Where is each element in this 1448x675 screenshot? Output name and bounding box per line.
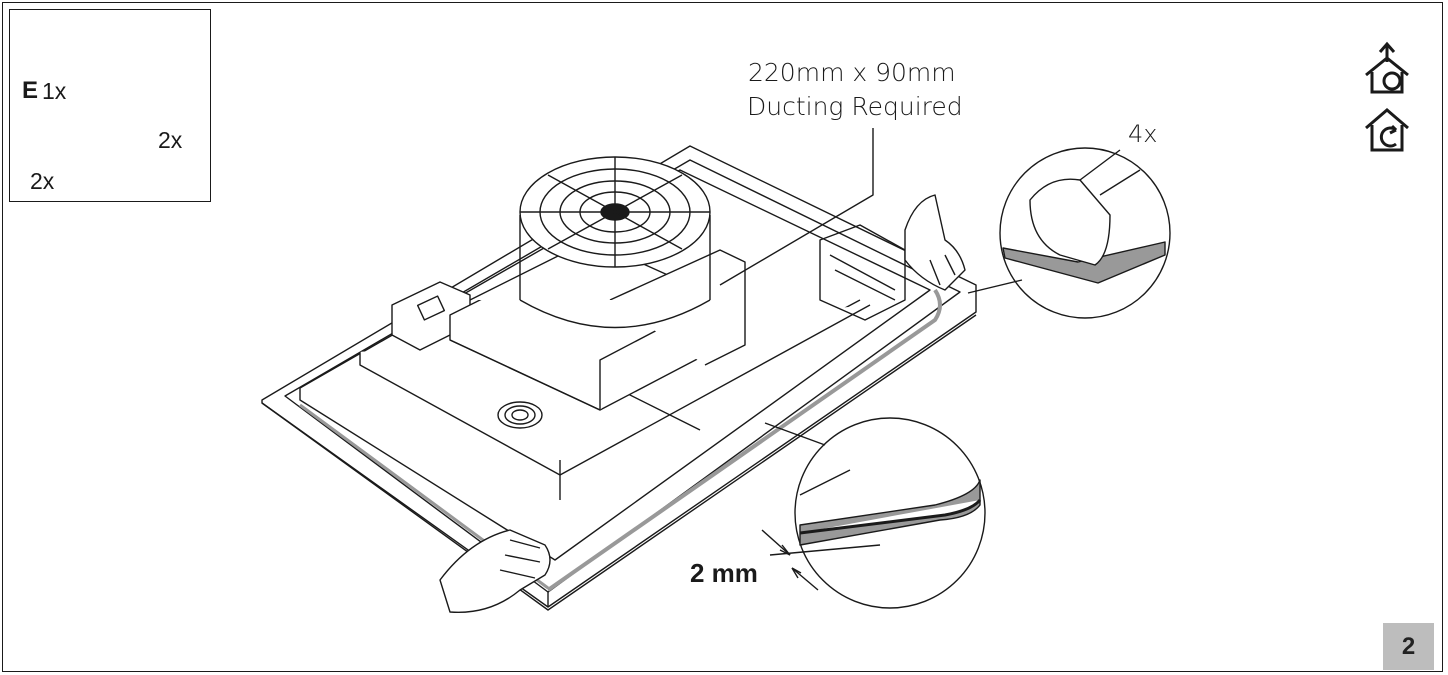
- step-number-badge: 2: [1383, 623, 1434, 670]
- small-vent-grille: [497, 401, 543, 429]
- seal-tape-quantity: 1x: [42, 78, 67, 104]
- seal-detail-bottom-callout: [764, 417, 986, 609]
- gap-dimension-label: 2 mm: [690, 558, 758, 588]
- ducting-required-label: Ducting Required: [747, 92, 963, 121]
- accessories-parts-box: [9, 9, 211, 202]
- ducting-leader-line: [719, 128, 874, 286]
- hand-applying-seal-top: [904, 194, 966, 291]
- short-strip-quantity: 2x: [30, 168, 55, 194]
- seal-tape-letter: E: [22, 77, 39, 104]
- long-strip-quantity: 2x: [158, 127, 183, 153]
- seal-detail-top-callout: [967, 147, 1171, 319]
- ducted-extraction-icon: [1365, 41, 1409, 94]
- ducting-size-label: 220mm x 90mm: [748, 58, 956, 87]
- gap-dimension-arrows: [761, 529, 881, 591]
- control-board: [819, 224, 906, 321]
- recirculation-icon: [1365, 108, 1409, 152]
- hand-pressing-seal-bottom: [439, 529, 551, 614]
- fan-grille: [519, 156, 711, 329]
- corner-count-label: 4x: [1128, 120, 1158, 148]
